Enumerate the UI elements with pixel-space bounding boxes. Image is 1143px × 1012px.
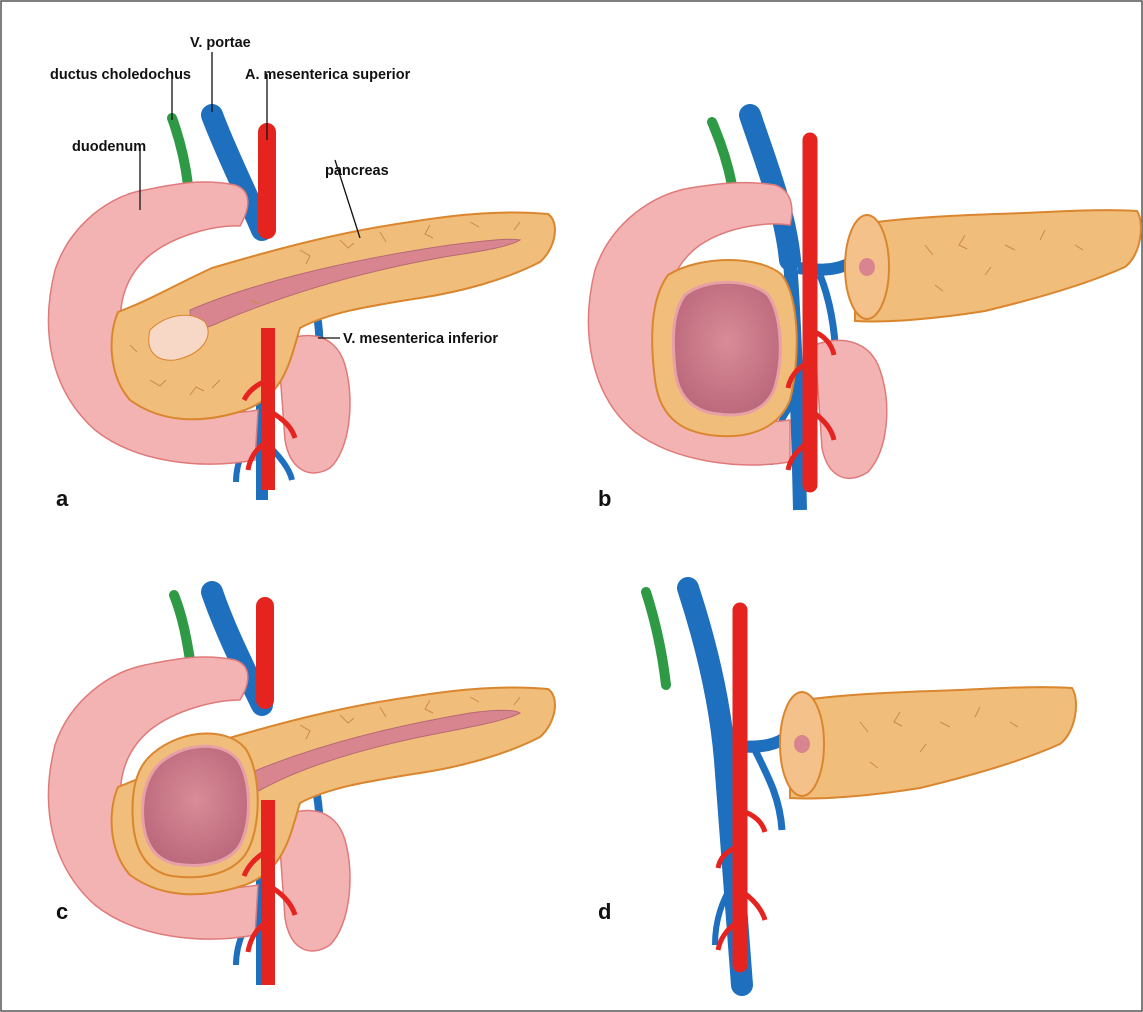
panel-letter-a: a [56,486,69,511]
label-v-portae: V. portae [190,35,251,51]
pancreatic-cyst [143,746,249,865]
panel-d: d [598,588,1076,985]
panel-a: ductus choledochus V. portae A. mesenter… [48,35,554,511]
label-v-mesenterica-inferior: V. mesenterica inferior [343,331,498,347]
label-duodenum: duodenum [72,139,146,155]
pancreatic-cyst [673,282,780,415]
panel-c: c [48,592,554,985]
bile-duct [172,118,188,185]
panel-letter-d: d [598,899,611,924]
pancreatic-tail [855,210,1141,321]
bile-duct [174,595,190,660]
label-ductus-choledochus: ductus choledochus [50,67,191,83]
panel-letter-b: b [598,486,611,511]
label-pancreas: pancreas [325,163,389,179]
label-a-mesenterica-superior: A. mesenterica superior [245,67,411,83]
panel-letter-c: c [56,899,68,924]
bile-duct [712,122,732,185]
stump-duct [794,735,810,753]
panel-b: b [588,115,1141,511]
pancreatic-tail [790,687,1076,798]
bile-duct [646,592,666,685]
small-intestine-loop [815,340,887,478]
stump-duct [859,258,875,276]
